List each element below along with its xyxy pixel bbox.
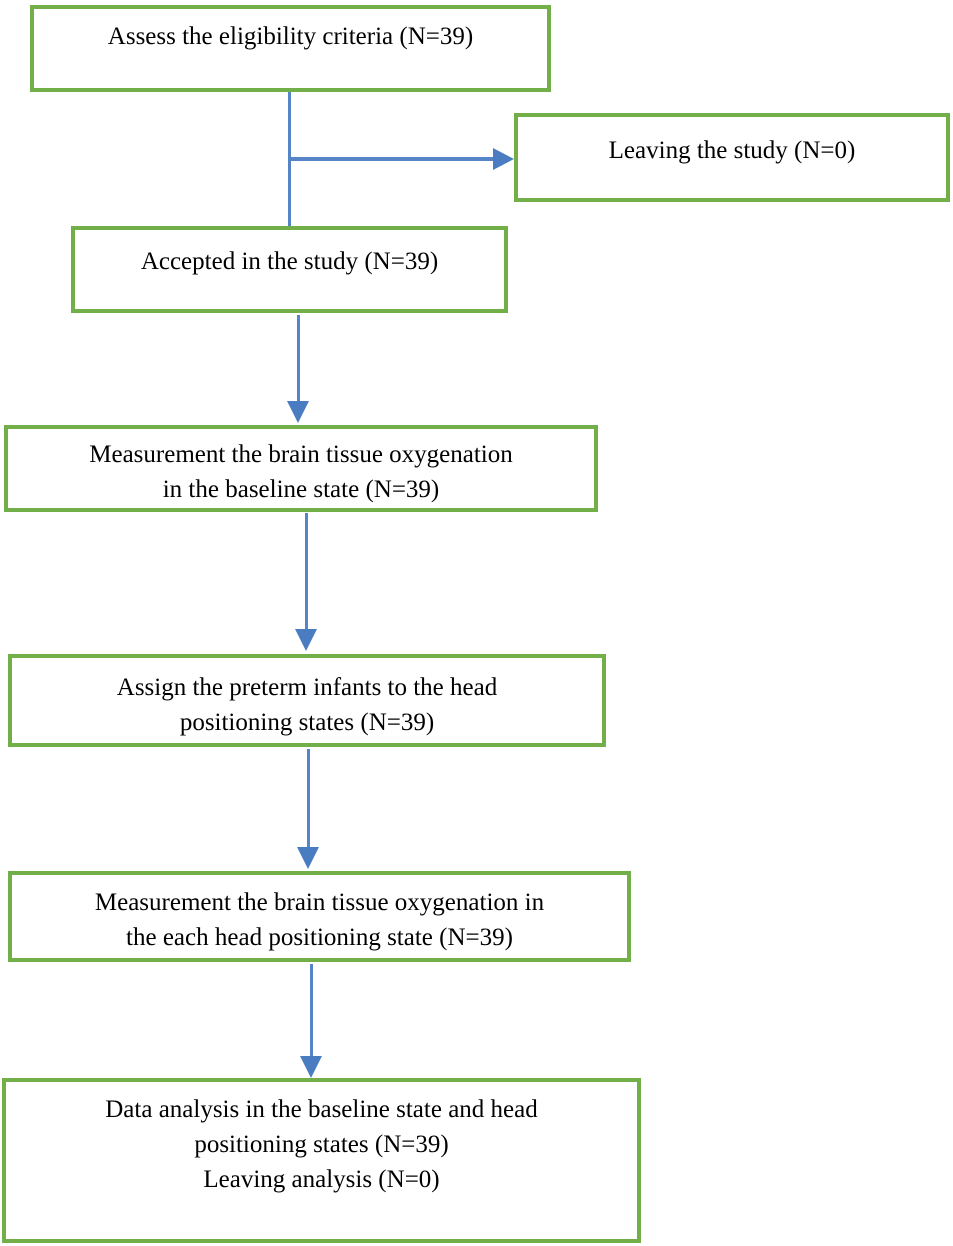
box-text-line: in the baseline state (N=39) — [162, 476, 440, 503]
flow-box-assess-eligibility: Assess the eligibility criteria (N=39) — [30, 5, 551, 92]
box-text-line: Leaving analysis (N=0) — [203, 1166, 440, 1193]
connector-assess-to-accepted-line — [288, 92, 291, 226]
connector-assign-to-eachhead-line — [307, 749, 310, 847]
connector-branch-to-leaving-line — [290, 157, 493, 161]
arrow-down-icon — [297, 847, 319, 869]
connector-baseline-to-assign-line — [305, 513, 308, 629]
flow-box-assign-positions: Assign the preterm infants to the head p… — [8, 654, 606, 747]
box-text-line: Measurement the brain tissue oxygenation — [89, 441, 513, 468]
flow-box-measure-baseline: Measurement the brain tissue oxygenation… — [4, 425, 598, 512]
box-text-line: positioning states (N=39) — [179, 709, 435, 736]
box-text-line: positioning states (N=39) — [194, 1131, 449, 1158]
flow-box-measure-each-head: Measurement the brain tissue oxygenation… — [8, 871, 631, 962]
box-text-line: Leaving the study (N=0) — [608, 137, 856, 164]
arrow-down-icon — [300, 1056, 322, 1078]
flow-box-data-analysis: Data analysis in the baseline state and … — [2, 1078, 641, 1243]
flow-box-leaving-study: Leaving the study (N=0) — [514, 113, 950, 202]
connector-eachhead-to-analysis-line — [310, 964, 313, 1056]
box-text-line: Assign the preterm infants to the head — [116, 674, 498, 701]
arrow-right-icon — [493, 148, 514, 170]
connector-accepted-to-baseline-line — [297, 315, 300, 401]
box-text-line: the each head positioning state (N=39) — [126, 924, 513, 951]
box-text-line: Data analysis in the baseline state and … — [105, 1096, 538, 1123]
box-text-line: Measurement the brain tissue oxygenation… — [94, 889, 545, 916]
box-text-line: Assess the eligibility criteria (N=39) — [107, 23, 474, 50]
flow-box-accepted: Accepted in the study (N=39) — [71, 226, 508, 313]
arrow-down-icon — [295, 629, 317, 651]
box-text-line: Accepted in the study (N=39) — [140, 248, 439, 275]
arrow-down-icon — [287, 401, 309, 423]
